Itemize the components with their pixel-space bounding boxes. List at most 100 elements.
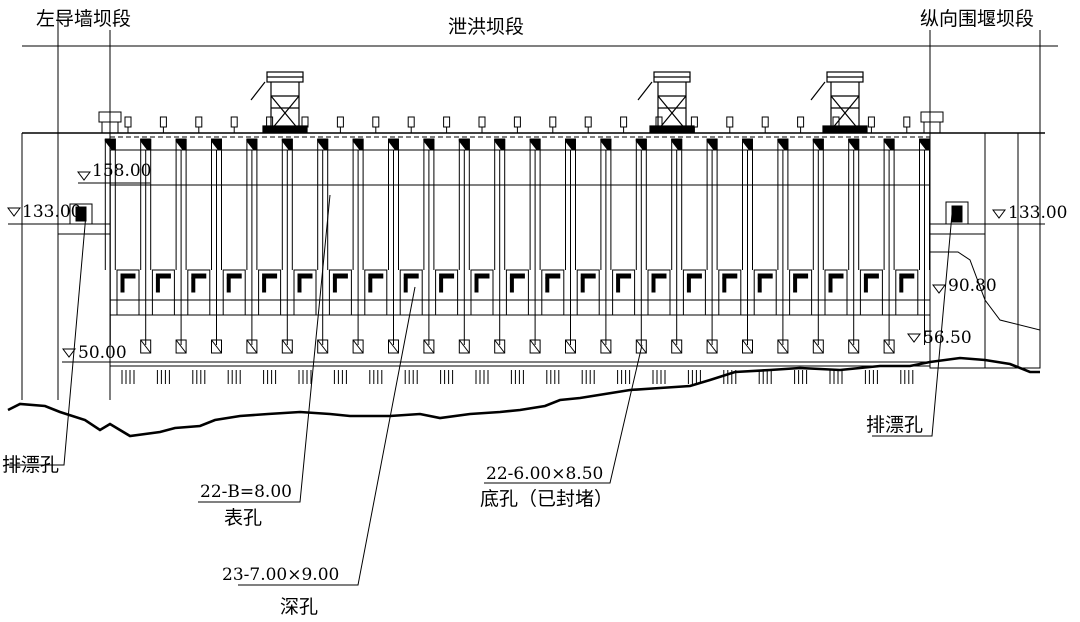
deep-hole xyxy=(576,116,600,384)
debris-opening-right xyxy=(945,201,969,225)
pier-nose xyxy=(600,138,612,151)
bottom-hole xyxy=(635,339,647,354)
gate-pier xyxy=(175,138,187,345)
deep-hole-lintel xyxy=(155,273,171,279)
deep-hole-frame xyxy=(222,269,246,301)
crane-boom xyxy=(637,81,653,101)
deep-hole xyxy=(435,116,459,384)
deep-hole-frame xyxy=(824,269,848,301)
deep-hole-frame xyxy=(895,269,919,301)
bottom-hole-frame xyxy=(600,339,612,354)
deep-hole xyxy=(541,116,565,384)
gate-pier xyxy=(352,138,364,345)
bottom-hole-frame xyxy=(777,339,789,354)
elevation-mark-158 xyxy=(77,171,91,181)
pier-nose xyxy=(175,138,187,151)
crest-marker xyxy=(159,116,167,128)
deep-hole-frame xyxy=(576,269,600,301)
deep-hole-frame xyxy=(187,269,211,301)
bottom-hole xyxy=(529,339,541,354)
bottom-hole xyxy=(317,339,329,354)
deep-hole-frame xyxy=(258,269,282,301)
crest-marker xyxy=(372,116,380,128)
crest-marker xyxy=(549,116,557,128)
bottom-hole xyxy=(140,339,152,354)
leader-surface-gate xyxy=(198,194,331,503)
leader-deep-hole xyxy=(238,286,416,586)
bottom-hole xyxy=(777,339,789,354)
deep-hole-frame xyxy=(328,269,352,301)
elevation-mark-56 xyxy=(907,333,921,343)
deep-hole-jamb xyxy=(899,277,904,293)
crane-boom xyxy=(810,81,826,101)
bottom-hole-frame xyxy=(388,339,399,354)
deep-hole-lintel xyxy=(439,273,455,279)
bottom-hole-frame xyxy=(211,339,222,354)
deep-hole xyxy=(222,116,246,384)
deep-hole-frame xyxy=(364,269,388,301)
bottom-hole-frame xyxy=(742,339,753,354)
hoist-house-right xyxy=(920,111,944,134)
crest-marker xyxy=(620,116,628,128)
deep-hole-lintel xyxy=(757,273,773,279)
bottom-hole-plug xyxy=(140,339,152,354)
deep-hole-frame xyxy=(399,269,423,301)
deep-hole-frame xyxy=(718,269,742,301)
leader-debris-left xyxy=(8,213,87,466)
pier-nose xyxy=(848,138,860,151)
bottom-hole xyxy=(600,339,612,354)
crest-marker xyxy=(761,116,769,128)
pier-nose xyxy=(423,138,435,151)
crest-marker xyxy=(230,116,238,128)
bottom-hole-frame xyxy=(423,339,435,354)
deep-hole-jamb xyxy=(509,277,514,293)
gantry-crane xyxy=(810,71,868,133)
bottom-hole-plug xyxy=(635,339,647,354)
deep-hole-lintel xyxy=(651,273,667,279)
gate-pier xyxy=(919,138,930,345)
bottom-hole-plug xyxy=(388,339,399,354)
deep-hole-lintel xyxy=(297,273,313,279)
deep-hole xyxy=(753,116,777,384)
deep-hole-frame xyxy=(859,269,883,301)
gate-pier xyxy=(635,138,647,345)
deep-hole-lintel xyxy=(403,273,419,279)
deep-hole-lintel xyxy=(191,273,207,279)
crest-marker xyxy=(903,116,911,128)
bottom-hole-frame xyxy=(883,339,895,354)
gate-pier xyxy=(246,138,258,345)
bottom-hole xyxy=(671,339,683,354)
pier-nose xyxy=(742,138,753,151)
bottom-hole-name: 底孔（已封堵） xyxy=(480,488,614,510)
deep-hole-lintel xyxy=(120,273,136,279)
deep-hole-lintel xyxy=(722,273,738,279)
section-label-left-guide-wall: 左导墙坝段 xyxy=(36,8,132,30)
section-label-spillway: 泄洪坝段 xyxy=(448,16,525,38)
leader-debris-right xyxy=(872,213,953,437)
pier-nose xyxy=(494,138,506,151)
pier-nose xyxy=(458,138,470,151)
bottom-hole-frame xyxy=(175,339,187,354)
bottom-hole xyxy=(388,339,399,354)
elevation-label-133-left: 133.00 xyxy=(22,202,82,222)
pier-nose xyxy=(388,138,399,151)
bottom-hole-plug xyxy=(706,339,718,354)
pier-nose xyxy=(777,138,789,151)
bottom-hole-frame xyxy=(706,339,718,354)
bottom-hole-frame xyxy=(812,339,824,354)
deep-hole-jamb xyxy=(439,277,444,293)
crane-base xyxy=(262,125,308,133)
bottom-hole-plug xyxy=(742,339,753,354)
deep-hole-lintel xyxy=(474,273,490,279)
elevation-mark-90 xyxy=(932,284,946,294)
crest-marker xyxy=(443,116,451,128)
deep-hole-count: 23-7.00×9.00 xyxy=(222,565,340,585)
deep-hole-jamb xyxy=(474,277,479,293)
bottom-hole-plug xyxy=(777,339,789,354)
deep-hole-jamb xyxy=(403,277,408,293)
bottom-hole xyxy=(742,339,753,354)
deep-hole xyxy=(824,116,848,384)
bottom-hole xyxy=(175,339,187,354)
deep-hole-jamb xyxy=(616,277,621,293)
deep-hole-frame xyxy=(505,269,529,301)
